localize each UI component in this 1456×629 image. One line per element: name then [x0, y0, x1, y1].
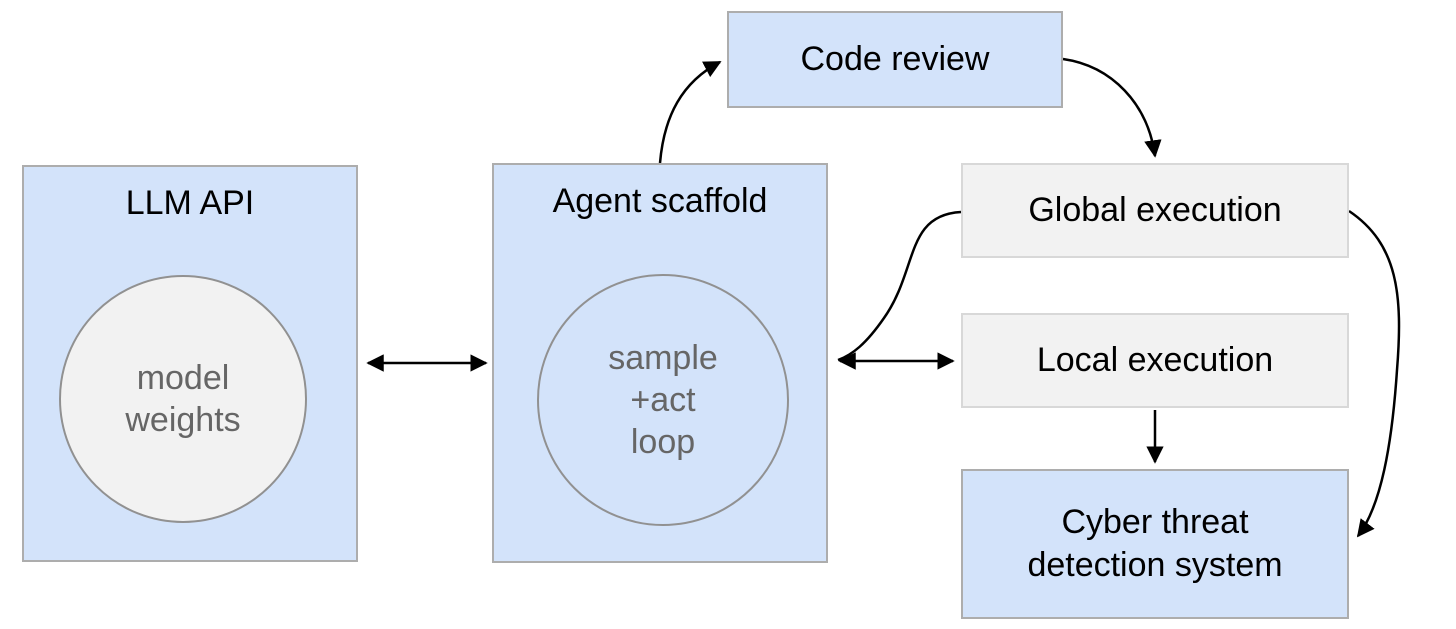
- node-cyber-threat-detection-line-2: detection system: [1027, 546, 1283, 584]
- model-weights-line-1: model: [136, 359, 230, 397]
- sample-act-loop-circle: sample +act loop: [537, 274, 789, 526]
- node-code-review: Code review: [727, 11, 1063, 108]
- node-global-execution: Global execution: [961, 163, 1349, 258]
- arrow-global-execution-agent-scaffold: [837, 210, 962, 362]
- sample-act-loop-line-2: +act: [630, 381, 696, 419]
- node-llm-api: LLM API model weights: [22, 165, 358, 562]
- node-local-execution: Local execution: [961, 313, 1349, 408]
- sample-act-loop-line-1: sample: [608, 339, 718, 377]
- node-llm-api-title: LLM API: [125, 184, 255, 222]
- model-weights-line-2: weights: [125, 401, 241, 439]
- node-cyber-threat-detection: Cyber threat detection system: [961, 469, 1349, 619]
- node-local-execution-label: Local execution: [1036, 341, 1274, 379]
- model-weights-circle: model weights: [59, 275, 307, 523]
- node-code-review-label: Code review: [800, 40, 990, 78]
- arrow-global-execution-cyber-threat: [1348, 209, 1401, 538]
- node-agent-scaffold: Agent scaffold sample +act loop: [492, 163, 828, 563]
- arrow-agent-scaffold-code-review: [658, 60, 722, 164]
- arrow-code-review-global-execution: [1062, 57, 1162, 158]
- node-global-execution-label: Global execution: [1028, 191, 1282, 229]
- node-agent-scaffold-title: Agent scaffold: [552, 182, 768, 220]
- node-cyber-threat-detection-line-1: Cyber threat: [1061, 503, 1249, 541]
- sample-act-loop-line-3: loop: [630, 423, 696, 461]
